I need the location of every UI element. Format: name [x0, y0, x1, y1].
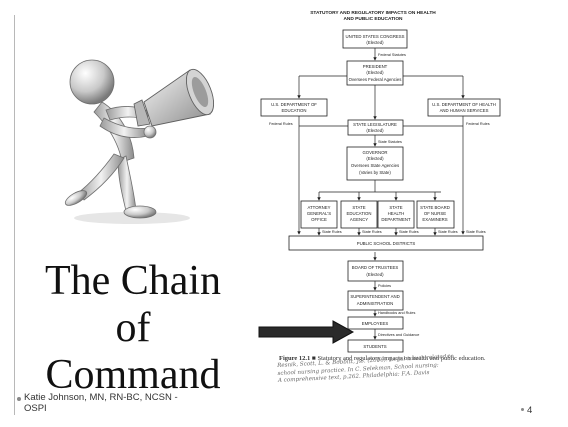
diagram-title-line: STATUTORY AND REGULATORY IMPACTS ON HEAL… [310, 10, 436, 16]
node-dept-health [427, 98, 501, 117]
figure-caption-label: Figure 12.1 [279, 355, 311, 362]
node-students [347, 339, 404, 353]
node-school-board [347, 260, 404, 282]
node-label: U.S. DEPARTMENT OF [271, 102, 317, 107]
slide-title-line: The Chain [44, 258, 222, 304]
node-legislature [347, 119, 404, 136]
edge-label: Directives and Guidance [378, 333, 419, 337]
figure-caption-text: Statutory and regulatory impacts on heal… [317, 355, 486, 362]
node-label: STATE BOARD [420, 205, 450, 210]
node-label: DEPARTMENT [381, 217, 411, 222]
node-president [346, 60, 404, 86]
node-label: BOARD OF TRUSTEES [352, 265, 399, 270]
node-attorney-general [300, 200, 338, 229]
slide-title-line: Command [45, 352, 221, 398]
node-public-schools [288, 235, 484, 251]
node-label: (Elected) [366, 128, 384, 133]
node-label: STATE [352, 205, 365, 210]
slide-footer-author: Katie Johnson, MN, RN-BC, NCSN - OSPI [17, 392, 178, 414]
bullet-icon [17, 397, 21, 401]
node-label: Oversees Federal Agencies [349, 77, 402, 82]
node-state-health [377, 200, 415, 229]
edge-label: Policies [378, 284, 391, 288]
edge-label: State Rules [438, 230, 458, 234]
caption-separator-icon: ■ [311, 355, 318, 362]
edge-label: Federal Rules [466, 122, 490, 126]
node-label: EDUCATION [347, 211, 372, 216]
node-label: UNITED STATES CONGRESS [345, 34, 404, 39]
slide-title-line: of [115, 305, 151, 351]
node-label: AND HUMAN SERVICES [440, 108, 489, 113]
author-line: Katie Johnson, MN, RN-BC, NCSN - [24, 392, 178, 403]
megaphone-figure-icon [64, 59, 215, 224]
node-label: STATE LEGISLATURE [353, 122, 397, 127]
node-label: Oversees State Agencies [351, 163, 399, 168]
node-nurse-board [416, 200, 455, 229]
node-label: EMPLOYEES [362, 321, 389, 326]
author-line: OSPI [24, 403, 47, 414]
node-label: (Varies by State) [359, 170, 391, 175]
figure-caption: Figure 12.1 ■ Statutory and regulatory i… [279, 355, 513, 362]
node-label: ATTORNEY [308, 205, 331, 210]
node-label: GENERAL'S [307, 211, 331, 216]
node-label: (Elected) [366, 156, 384, 161]
node-label: OF NURSE [424, 211, 446, 216]
node-label: U.S. DEPARTMENT OF HEALTH [432, 102, 496, 107]
diagram-title-line: AND PUBLIC EDUCATION [343, 16, 403, 22]
slide-title: The Chain of Command [18, 258, 248, 399]
edge-label: State Statutes [378, 140, 402, 144]
edge-label: Handbooks and Rules [378, 311, 415, 315]
node-governor [346, 146, 404, 181]
node-label: (Elected) [366, 272, 384, 277]
node-label: STUDENTS [363, 344, 386, 349]
edge-label: Federal Rules [269, 122, 293, 126]
slide-number: 4 [521, 405, 533, 416]
bullet-icon [521, 408, 524, 411]
slide-border-line [14, 15, 15, 415]
node-state-education [340, 200, 378, 229]
node-label: (Elected) [366, 40, 384, 45]
org-chart: STATUTORY AND REGULATORY IMPACTS ON HEAL… [260, 10, 501, 353]
edge-label: State Rules [322, 230, 342, 234]
node-label: PRESIDENT [363, 64, 388, 69]
node-label: AGENCY [350, 217, 368, 222]
edge-label: State Rules [399, 230, 419, 234]
node-label: GOVERNOR [362, 150, 387, 155]
right-arrow-icon [258, 320, 355, 344]
node-employees [347, 316, 404, 330]
node-dept-education [260, 98, 328, 117]
node-label: ADMINISTRATION [357, 301, 393, 306]
node-label: EDUCATION [282, 108, 307, 113]
org-chart-page: STATUTORY AND REGULATORY IMPACTS ON HEAL… [253, 6, 511, 396]
node-label: EXAMINERS [422, 217, 447, 222]
node-label: (Elected) [366, 70, 384, 75]
edge-label: Federal Statutes [378, 53, 406, 57]
node-label: PUBLIC SCHOOL DISTRICTS [357, 241, 416, 246]
node-superintendent [347, 290, 404, 311]
node-congress [342, 29, 408, 49]
edge-label: State Rules [362, 230, 382, 234]
node-label: OFFICE [311, 217, 327, 222]
edge-label: State Rules [466, 230, 486, 234]
node-label: HEALTH [388, 211, 405, 216]
node-label: STATE [389, 205, 402, 210]
slide-number-value: 4 [527, 405, 533, 416]
node-label: SUPERINTENDENT AND [350, 294, 399, 299]
